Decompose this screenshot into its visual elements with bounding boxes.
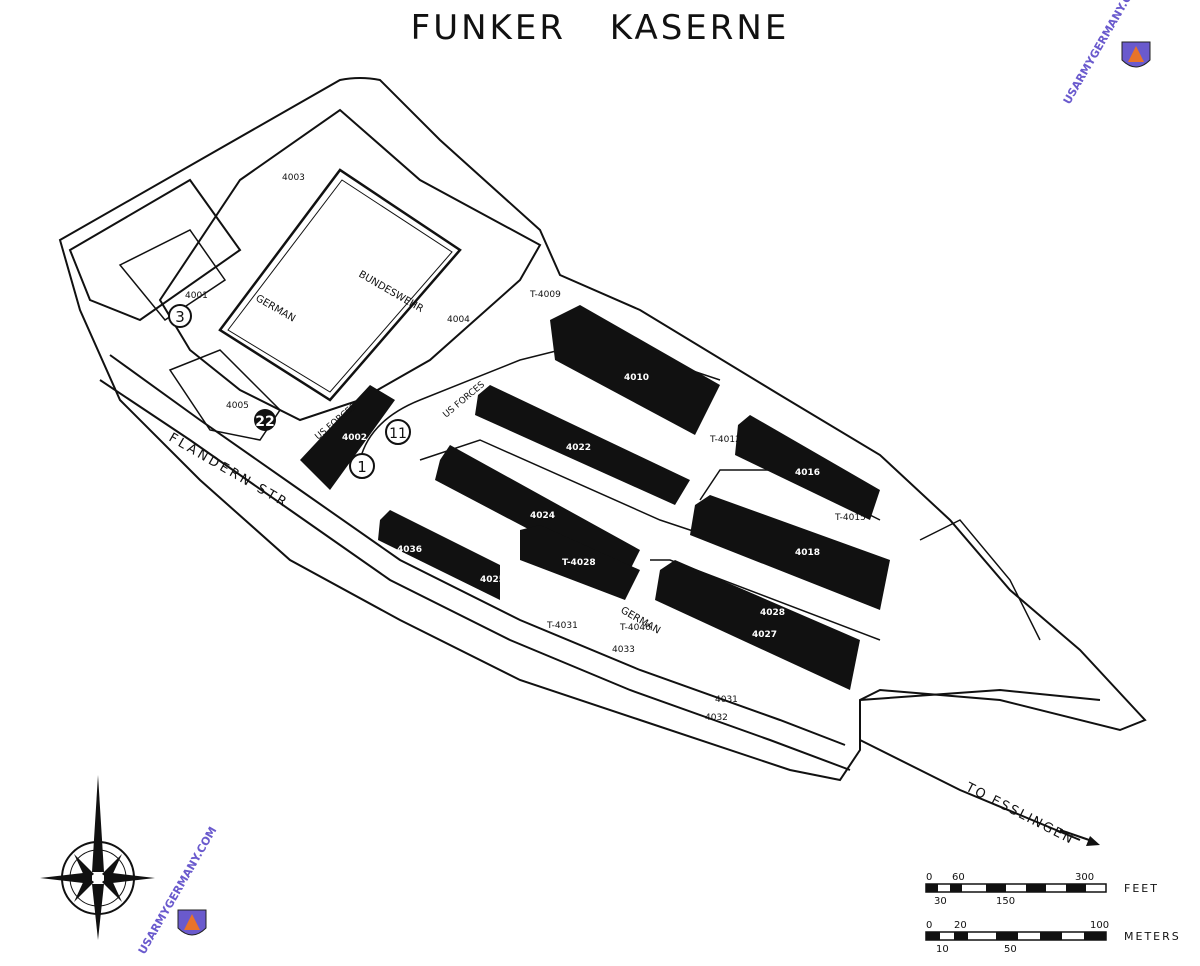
- watermark-logo-bottom: USARMYGERMANY.COM: [136, 824, 220, 956]
- watermark-text-bottom: USARMYGERMANY.COM: [136, 824, 220, 956]
- meters-tick-50: 50: [1004, 944, 1017, 955]
- meters-tick-20: 20: [954, 920, 967, 931]
- label-4022: 4022: [566, 443, 591, 453]
- parade-ground: [218, 168, 462, 402]
- label-4004: 4004: [447, 315, 470, 325]
- marker-22: 22: [255, 414, 274, 430]
- west-annex: [68, 178, 242, 322]
- esslingen-arrowhead: [1086, 836, 1100, 846]
- shield-icon-bottom: [177, 909, 207, 936]
- label-4033: 4033: [612, 645, 635, 655]
- building-north-barracks: [550, 305, 720, 435]
- esslingen-direction-label: TO ESSLINGEN: [962, 780, 1076, 848]
- label-4024: 4024: [530, 511, 555, 521]
- building-4018: [690, 495, 890, 610]
- feet-tick-300: 300: [1075, 872, 1094, 883]
- shield-icon-top: [1121, 41, 1151, 68]
- building-mid-barracks-1: [475, 385, 690, 505]
- building-east-barracks: [735, 415, 880, 520]
- bundeswehr-compound: [158, 108, 542, 422]
- scale-bar-feet: 0 60 300 30 150 FEET: [925, 872, 1159, 907]
- label-4001: 4001: [185, 291, 208, 301]
- feet-unit-label: FEET: [1124, 882, 1159, 895]
- label-4002: 4002: [342, 433, 367, 443]
- label-t4040: T-4040: [619, 623, 651, 633]
- compass-rose-icon: [40, 775, 155, 940]
- map-title: FUNKER KASERNE: [410, 8, 790, 48]
- building-4028: [520, 525, 640, 600]
- building-south-barracks: [378, 510, 500, 600]
- meters-tick-10: 10: [936, 944, 949, 955]
- feet-tick-0: 0: [926, 872, 932, 883]
- building-4029: [655, 560, 860, 690]
- meters-tick-100: 100: [1090, 920, 1109, 931]
- label-4025: 4025: [480, 575, 505, 585]
- feet-tick-60: 60: [952, 872, 965, 883]
- label-4016: 4016: [795, 468, 820, 478]
- label-4027: 4027: [752, 630, 777, 640]
- label-bundeswehr: BUNDESWEHR: [357, 269, 426, 315]
- label-t4015: T-4015: [834, 513, 866, 523]
- label-4036: 4036: [397, 545, 422, 555]
- buildings-layer: [300, 305, 890, 690]
- feet-tick-150: 150: [996, 896, 1015, 907]
- label-4032: 4032: [705, 713, 728, 723]
- esslingen-road: [859, 688, 1101, 841]
- feet-tick-30: 30: [934, 896, 947, 907]
- label-4028: 4028: [760, 608, 785, 618]
- label-4018: 4018: [795, 548, 820, 558]
- east-access: [919, 519, 1041, 641]
- label-t4031: T-4031: [546, 621, 578, 631]
- west-courtyard: [118, 229, 227, 322]
- marker-11: 11: [389, 426, 407, 442]
- meters-unit-label: METERS: [1124, 930, 1181, 943]
- building-4001-block: [300, 385, 395, 490]
- label-t4012: T-4012: [709, 435, 741, 445]
- label-4010: 4010: [624, 373, 649, 383]
- label-4031: 4031: [715, 695, 738, 705]
- label-t4028: T-4028: [562, 558, 596, 568]
- marker-3: 3: [175, 308, 185, 326]
- building-labels: 4003 4001 4005 4004 4002 T-4009 4010 402…: [185, 173, 866, 723]
- label-4005: 4005: [226, 401, 249, 411]
- inner-road-4: [650, 559, 881, 641]
- marker-1: 1: [357, 458, 367, 476]
- scale-bar-meters: 0 20 100 10 50 METERS: [925, 920, 1181, 955]
- inner-road-1: [359, 339, 721, 461]
- parade-ground-inner: [227, 179, 453, 393]
- meters-tick-0: 0: [926, 920, 932, 931]
- label-t4009: T-4009: [529, 290, 561, 300]
- flandern-road-edge-outer: [99, 379, 851, 771]
- building-mid-barracks-2: [435, 445, 640, 580]
- circled-markers: 3 22 11 1: [168, 304, 411, 479]
- kaserne-perimeter: [58, 77, 1147, 782]
- label-german-upper: GERMAN: [254, 293, 298, 325]
- label-4003: 4003: [282, 173, 305, 183]
